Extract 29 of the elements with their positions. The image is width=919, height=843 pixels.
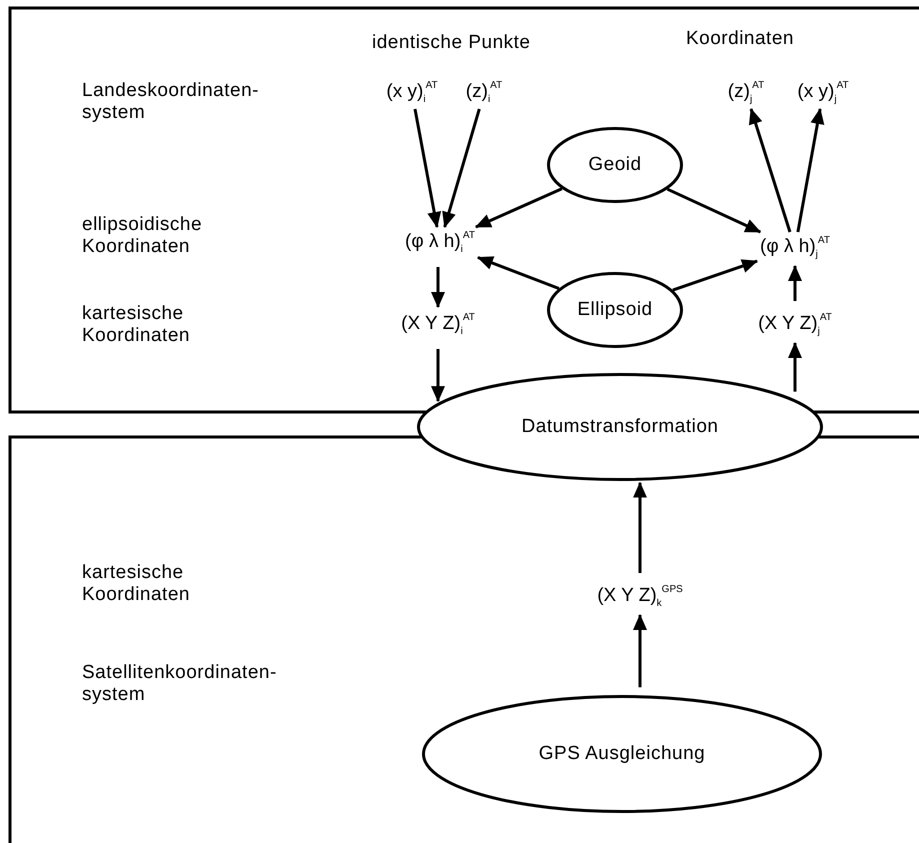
arrow: [666, 188, 762, 234]
process-ellipse: [547, 127, 683, 203]
arrow: [442, 108, 481, 228]
arrow: [796, 108, 824, 232]
process-ellipse: [417, 373, 823, 481]
arrow: [414, 108, 442, 228]
arrow: [477, 256, 560, 290]
column-heading: identische Punkte: [372, 32, 532, 54]
node-label: Ellipsoid: [577, 299, 653, 321]
node-label: Datumstransformation: [522, 416, 718, 438]
arrow: [788, 342, 802, 392]
process-ellipse: [547, 272, 683, 348]
arrow: [748, 108, 792, 232]
column-heading: Koordinaten: [686, 28, 795, 50]
row-label: Landeskoordinaten- system: [82, 80, 260, 124]
arrow: [431, 349, 445, 402]
arrow: [633, 482, 647, 573]
process-ellipse: [422, 695, 822, 813]
node-label: GPS Ausgleichung: [538, 743, 706, 765]
arrow: [788, 265, 802, 301]
node-label: Geoid: [588, 154, 642, 176]
row-label: kartesische Koordinaten: [82, 562, 191, 606]
arrow: [672, 259, 758, 292]
arrow: [474, 187, 562, 228]
row-label: Satellitenkoordinaten- system: [82, 662, 278, 706]
arrow: [633, 614, 647, 688]
row-label: ellipsoidische Koordinaten: [82, 214, 204, 258]
row-label: kartesische Koordinaten: [82, 303, 191, 347]
arrow: [431, 267, 445, 308]
